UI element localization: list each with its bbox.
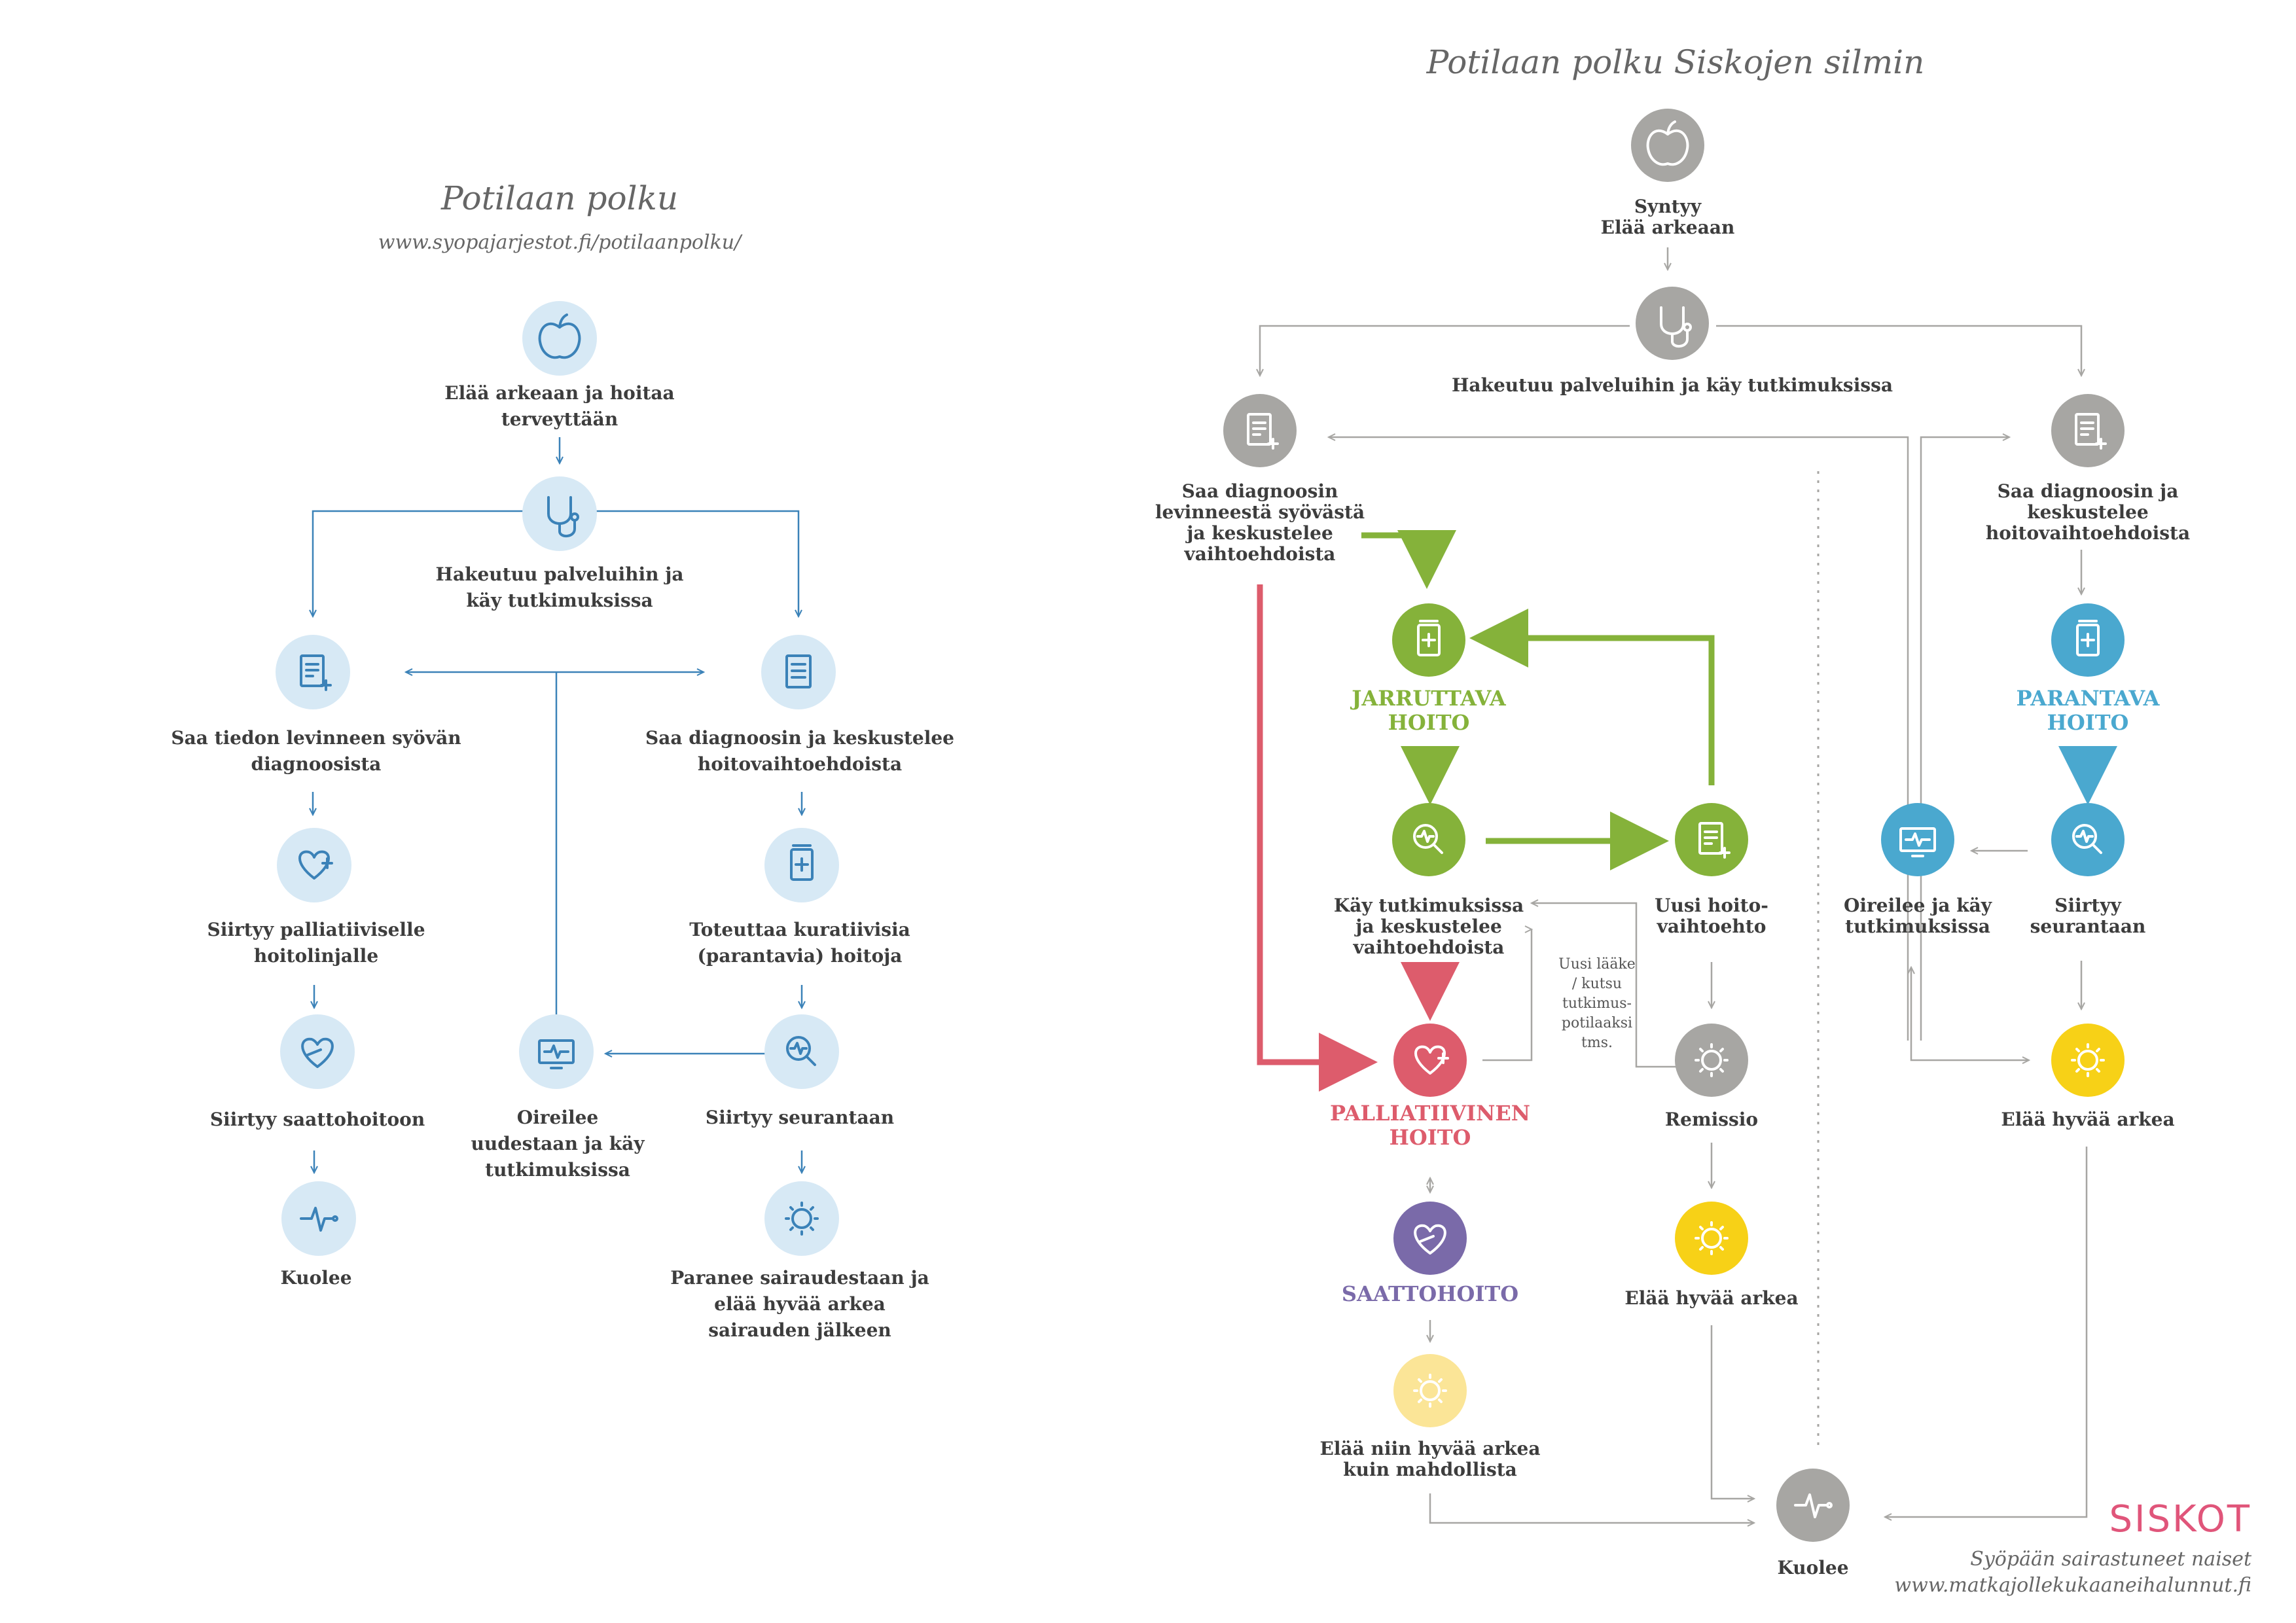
- right-follow-label-2: seurantaan: [2030, 916, 2146, 937]
- left-start-label-1: Elää arkeaan ja hoitaa: [444, 382, 674, 404]
- clipboard-plus-icon: [300, 654, 332, 691]
- left-heal-label-1: Paranee sairaudestaan ja: [670, 1267, 929, 1289]
- sun-icon: [1695, 1221, 1729, 1255]
- monitor-icon: [1899, 827, 1936, 857]
- left-pall-label-1: Siirtyy palliatiiviselle: [207, 919, 425, 940]
- left-circles: [276, 301, 839, 1256]
- pulse-icon: [1794, 1493, 1833, 1518]
- heart-plus-icon: [1414, 1045, 1449, 1075]
- right-goodlife2-label: Elää hyvää arkea: [1624, 1287, 1798, 1309]
- left-follow-label: Siirtyy seurantaan: [706, 1107, 894, 1128]
- clipboard-plus-icon: [1247, 413, 1279, 450]
- right-note-line-2: / kutsu: [1572, 976, 1622, 992]
- apple-icon: [1646, 120, 1689, 166]
- clipboard-plus-icon: [2075, 413, 2107, 450]
- right-sym-label-1: Oireilee ja käy: [1844, 895, 1992, 916]
- left-url: www.syopajarjestot.fi/potilaanpolku/: [378, 231, 743, 254]
- clipboard-plus-icon: [1698, 822, 1731, 859]
- right-remission-label: Remissio: [1665, 1109, 1758, 1130]
- stethoscope-icon: [547, 496, 579, 537]
- medicine-bottle-icon: [2076, 620, 2100, 656]
- right-everyday-label: Elää arkeaan: [1601, 217, 1735, 238]
- left-seek-label-1: Hakeutuu palveluihin ja: [435, 563, 683, 585]
- right-curative-caption-2: HOITO: [2047, 710, 2129, 735]
- right-slowing-caption-1: JARRUTTAVA: [1350, 686, 1507, 711]
- right-hospice-caption: SAATTOHOITO: [1342, 1281, 1518, 1306]
- clipboard-icon: [785, 654, 812, 688]
- right-follow-label-1: Siirtyy: [2054, 895, 2121, 916]
- magnifier-icon: [1413, 824, 1443, 854]
- left-seek-label-2: käy tutkimuksissa: [466, 590, 653, 611]
- left-heal-label-2: elää hyvää arkea: [714, 1293, 886, 1315]
- right-note-line-3: tutkimus-: [1562, 995, 1632, 1012]
- right-note-line-1: Uusi lääke: [1558, 956, 1636, 972]
- right-spread-label-1: Saa diagnoosin: [1182, 480, 1338, 502]
- right-bestlife-label-2: kuin mahdollista: [1343, 1459, 1517, 1480]
- stethoscope-icon: [1660, 306, 1692, 348]
- right-seek-label: Hakeutuu palveluihin ja käy tutkimuksiss…: [1452, 374, 1893, 396]
- right-slowing-caption-2: HOITO: [1388, 710, 1470, 735]
- left-sym-label-3: tutkimuksissa: [485, 1159, 630, 1181]
- left-start-label-2: terveyttään: [501, 408, 618, 430]
- right-dies-label: Kuolee: [1777, 1557, 1848, 1578]
- right-spread-label-2: levinneestä syövästä: [1155, 501, 1365, 523]
- left-spread-label-1: Saa tiedon levinneen syövän: [171, 727, 461, 749]
- left-title: Potilaan polku: [440, 179, 678, 217]
- heart-hands-icon: [301, 1037, 334, 1068]
- left-spread-label-2: diagnoosista: [251, 753, 382, 775]
- left-sym-label-1: Oireilee: [517, 1107, 599, 1128]
- footer-tagline: Syöpään sairastuneet naiset: [1970, 1548, 2252, 1571]
- left-diag-label-1: Saa diagnoosin ja keskustelee: [645, 727, 954, 749]
- right-palliative-caption-2: HOITO: [1390, 1125, 1471, 1150]
- pulse-icon: [300, 1207, 338, 1232]
- left-pall-label-2: hoitolinjalle: [254, 945, 378, 967]
- apple-icon: [538, 313, 581, 359]
- sun-icon: [1695, 1043, 1729, 1077]
- right-newopt-label-1: Uusi hoito-: [1655, 895, 1768, 916]
- monitor-icon: [538, 1039, 575, 1069]
- right-exams-label-1: Käy tutkimuksissa: [1334, 895, 1524, 916]
- medicine-bottle-icon: [1417, 620, 1441, 656]
- magnifier-icon: [786, 1036, 816, 1066]
- right-note-line-5: tms.: [1581, 1035, 1613, 1051]
- right-goodlife-label: Elää hyvää arkea: [2001, 1109, 2174, 1130]
- right-newopt-label-2: vaihtoehto: [1657, 916, 1767, 937]
- right-spread-label-3: ja keskustelee: [1185, 522, 1333, 544]
- left-diag-label-2: hoitovaihtoehdoista: [698, 753, 902, 775]
- right-gray-connectors: [1260, 247, 2088, 1523]
- sun-icon: [2071, 1043, 2105, 1077]
- right-color-connectors: [1257, 530, 2117, 1092]
- right-diag-label-2: keskustelee: [2027, 501, 2149, 523]
- sun-icon: [785, 1202, 819, 1236]
- right-exams-label-2: ja keskustelee: [1354, 916, 1502, 937]
- left-hosp-label: Siirtyy saattohoitoon: [210, 1109, 425, 1130]
- left-connectors: [313, 437, 802, 1173]
- right-born-label: Syntyy: [1634, 196, 1702, 217]
- right-circles: [1223, 109, 2125, 1542]
- right-diag-label-1: Saa diagnoosin ja: [1998, 480, 2179, 502]
- left-dies-label: Kuolee: [280, 1267, 351, 1289]
- right-diag-label-3: hoitovaihtoehdoista: [1986, 522, 2190, 544]
- left-heal-label-3: sairauden jälkeen: [708, 1319, 891, 1341]
- footer-url: www.matkajollekukaaneihalunnut.fi: [1894, 1574, 2251, 1597]
- siskot-logo: SISKOT: [2109, 1498, 2251, 1541]
- right-diagram: Potilaan polku Siskojen silmin: [1155, 43, 2252, 1597]
- magnifier-icon: [2072, 824, 2102, 854]
- left-cur-label-1: Toteuttaa kuratiivisia: [689, 919, 910, 940]
- left-sym-label-2: uudestaan ja käy: [471, 1133, 645, 1154]
- medicine-bottle-icon: [790, 844, 814, 881]
- right-note-line-4: potilaaksi: [1562, 1015, 1632, 1031]
- right-sym-label-2: tutkimuksissa: [1845, 916, 1990, 937]
- right-curative-caption-1: PARANTAVA: [2017, 686, 2161, 711]
- right-title: Potilaan polku Siskojen silmin: [1426, 43, 1925, 81]
- left-diagram: Potilaan polku www.syopajarjestot.fi/pot…: [171, 179, 954, 1341]
- left-cur-label-2: (parantavia) hoitoja: [698, 945, 903, 967]
- right-spread-label-4: vaihtoehdoista: [1184, 543, 1336, 565]
- right-palliative-caption-1: PALLIATIIVINEN: [1330, 1101, 1530, 1126]
- right-bestlife-label-1: Elää niin hyvää arkea: [1320, 1438, 1541, 1459]
- sun-icon: [1413, 1374, 1447, 1408]
- right-exams-label-3: vaihtoehdoista: [1353, 936, 1505, 958]
- heart-hands-icon: [1414, 1224, 1446, 1255]
- heart-plus-icon: [298, 850, 333, 880]
